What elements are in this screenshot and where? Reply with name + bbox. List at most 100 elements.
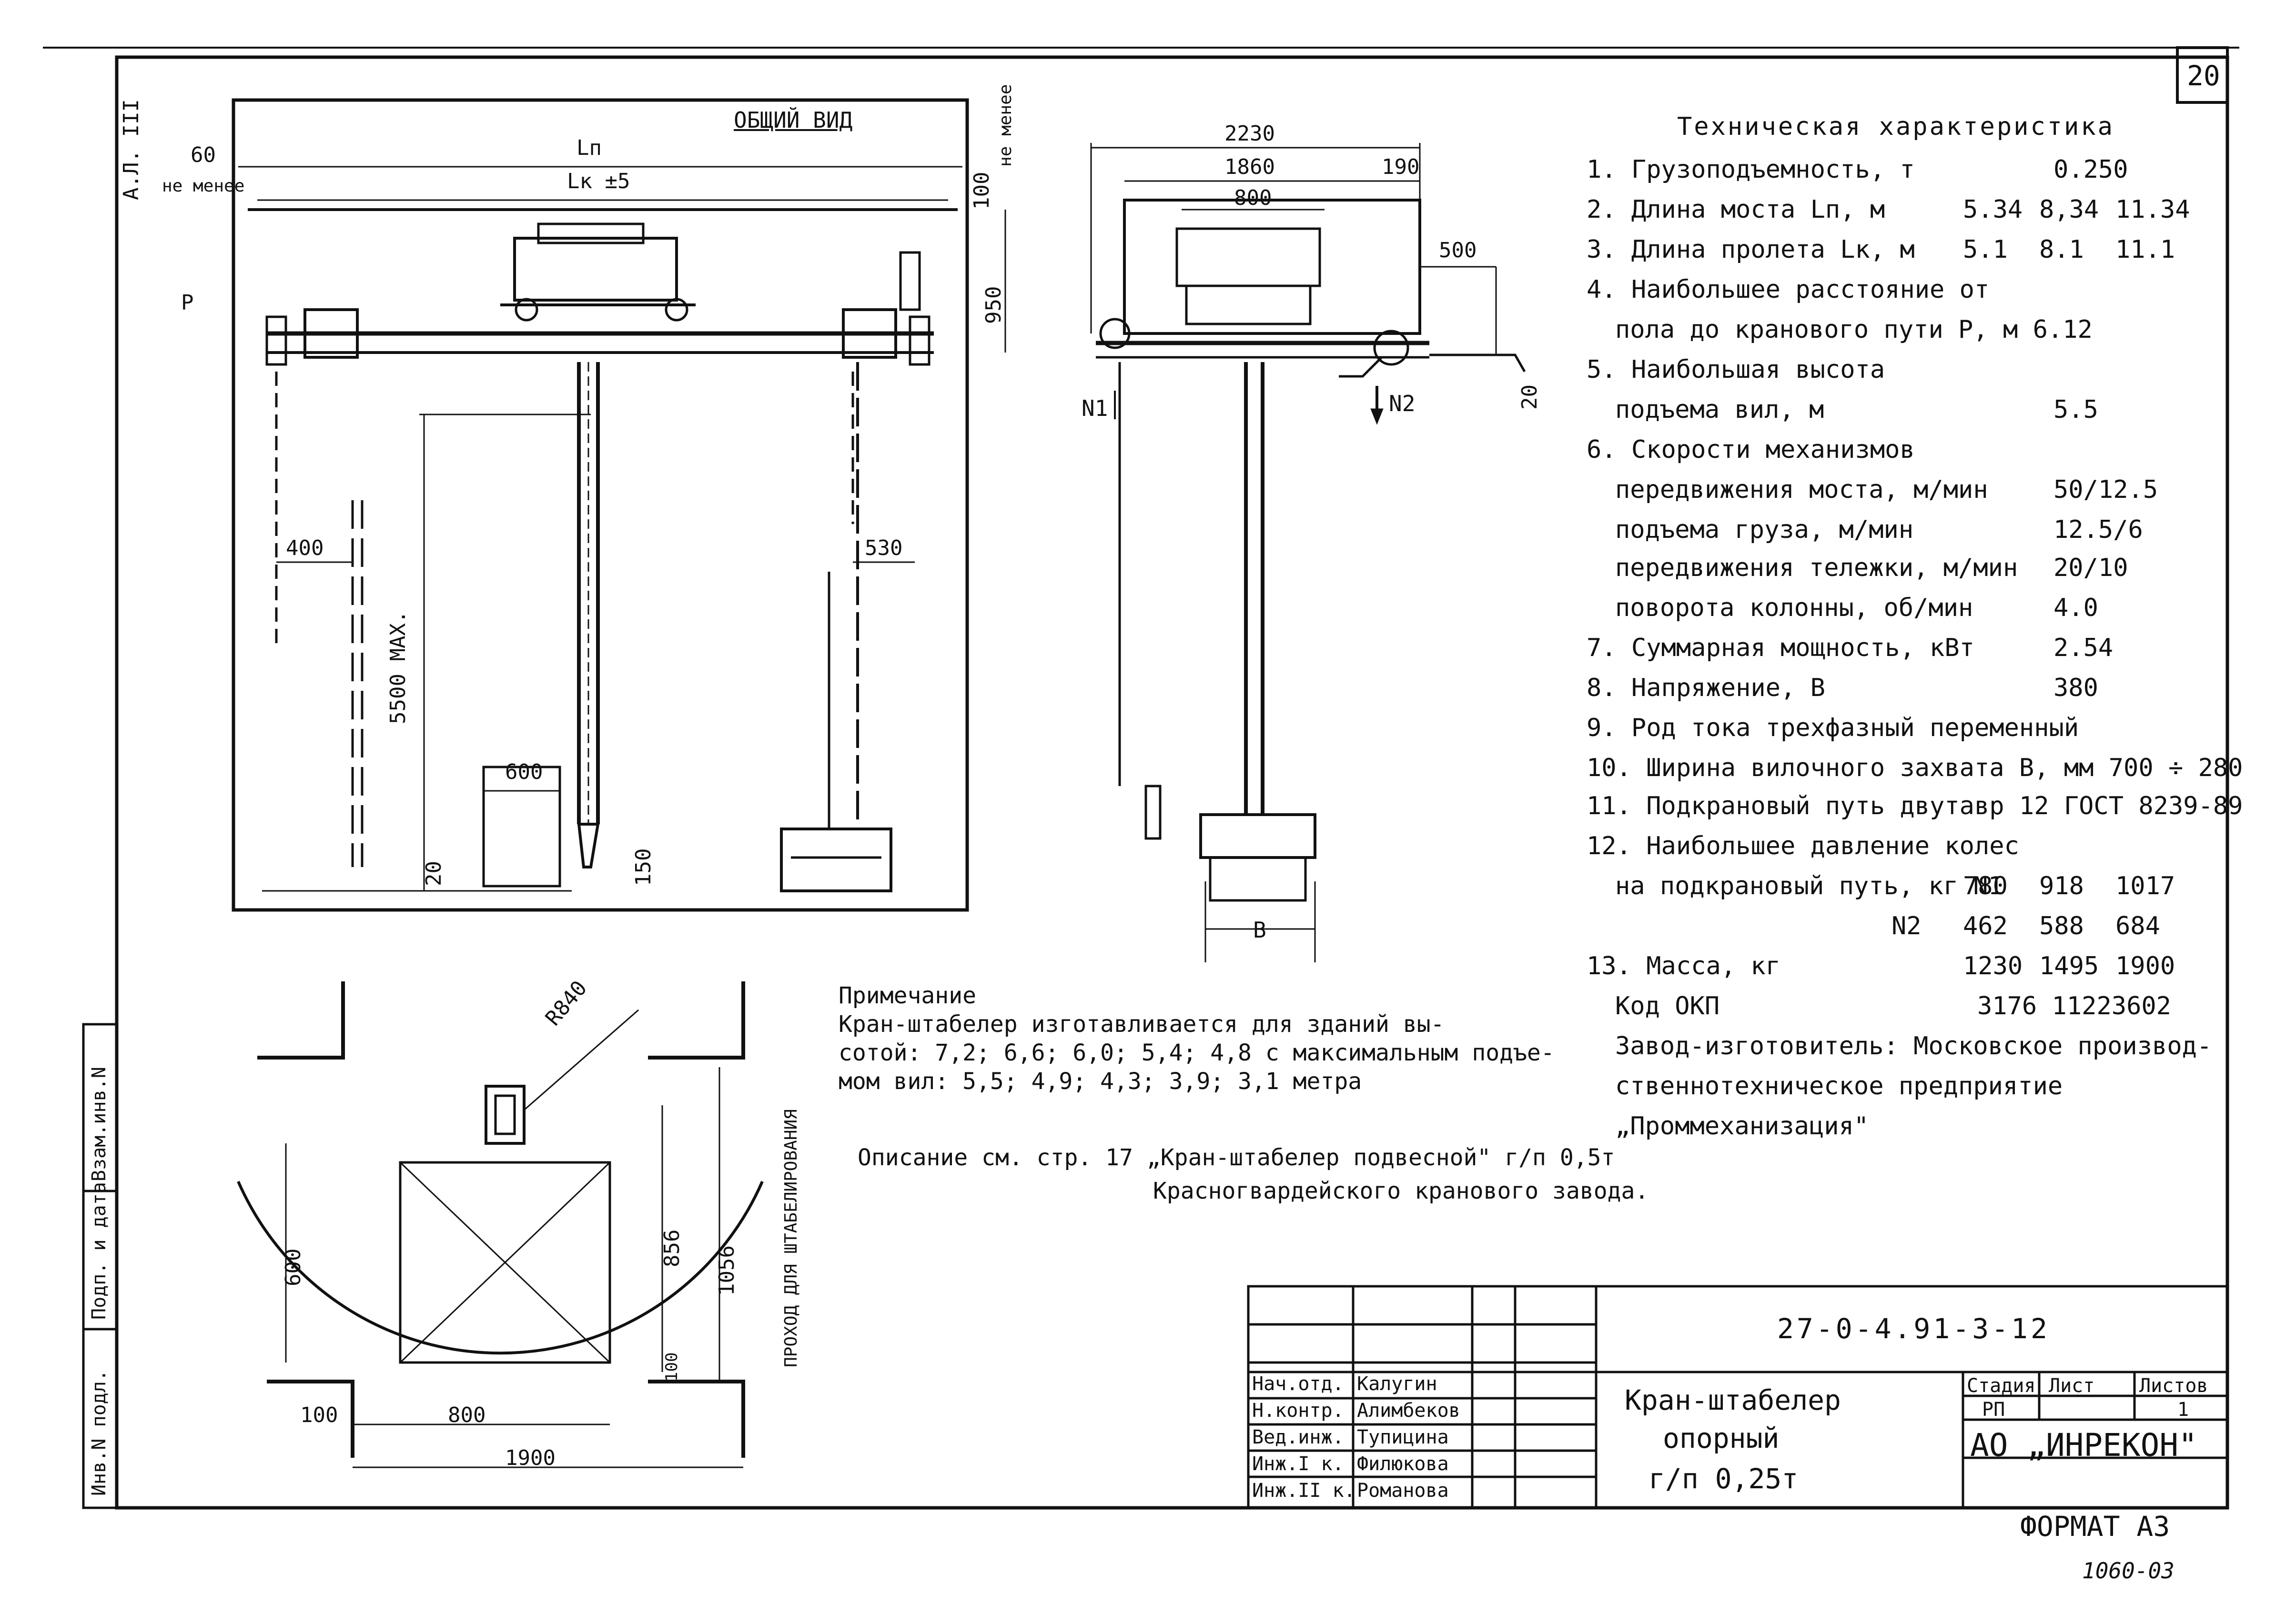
dim-5500: 5500 MAX. (386, 610, 410, 724)
spec-value: 3176 11223602 (1977, 992, 2171, 1020)
spec-title: Техническая характеристика (1677, 112, 2114, 141)
spec-label: 8. Напряжение, В (1587, 674, 1825, 702)
dim-min-right: не менее (996, 84, 1015, 167)
staff-name: Романова (1357, 1480, 1449, 1502)
sidebar-label: Взам.инв.N (88, 1067, 110, 1181)
spec-label: 5. Наибольшая высота (1587, 355, 1885, 384)
spec-value: 20/10 (2053, 554, 2128, 582)
spec-label: 7. Суммарная мощность, кВт (1587, 634, 1974, 662)
dim-20: 20 (422, 861, 446, 886)
spec-value: 780 (1963, 872, 2008, 900)
spec-label: 6. Скорости механизмов (1587, 435, 1915, 464)
dim-800-side: 800 (1234, 186, 1272, 210)
dim-400: 400 (286, 536, 324, 560)
organization: АО „ИНРЕКОН" (1970, 1427, 2197, 1464)
dim-190: 190 (1382, 155, 1420, 179)
description-line: Красногвардейского кранового завода. (1153, 1178, 1649, 1204)
dim-1900: 1900 (505, 1446, 556, 1470)
dim-800-plan: 800 (448, 1403, 486, 1427)
dim-600: 600 (505, 760, 543, 784)
view-title: ОБЩИЙ ВИД (734, 107, 853, 133)
spec-value: 1495 (2039, 952, 2099, 980)
sheets-header: Листов (2139, 1375, 2208, 1397)
spec-label: „Проммеханизация" (1615, 1112, 1869, 1141)
label-n1: N1 (1082, 395, 1108, 421)
dim-856: 856 (660, 1229, 684, 1267)
spec-value: 918 (2039, 872, 2084, 900)
note-line: Кран-штабелер изготавливается для зданий… (839, 1011, 1445, 1038)
spec-label: подъема вил, м (1615, 395, 1824, 424)
doc-code: 27-0-4.91-3-12 (1777, 1312, 2050, 1345)
dim-500: 500 (1439, 238, 1477, 262)
spec-value: 8.1 (2039, 235, 2084, 264)
staff-name: Калугин (1357, 1373, 1437, 1395)
spec-label: ственнотехническое предприятие (1615, 1072, 2063, 1100)
label-b: B (1253, 917, 1266, 943)
dim-150: 150 (631, 848, 656, 886)
plan-view (237, 981, 764, 1468)
staff-name: Филюкова (1357, 1453, 1449, 1475)
spec-value: 8,34 (2039, 195, 2099, 224)
spec-value: 5.1 (1963, 235, 2008, 264)
spec-label: на подкрановый путь, кг N1 (1615, 872, 2003, 900)
spec-label: 4. Наибольшее расстояние от (1587, 275, 1990, 304)
spec-label: 1. Грузоподъемность, т (1587, 155, 1915, 184)
staff-name: Тупицина (1357, 1426, 1449, 1448)
dim-100-plan-right: 100 (662, 1352, 681, 1382)
spec-value: 4.0 (2053, 594, 2098, 622)
sheet-frame (115, 55, 2229, 1510)
passage-label: ПРОХОД ДЛЯ ШТАБЕЛИРОВАНИЯ (781, 1109, 801, 1367)
spec-label: 10. Ширина вилочного захвата B, мм 700 ÷… (1587, 754, 2243, 782)
dim-1056: 1056 (715, 1245, 739, 1296)
note-line: мом вил: 5,5; 4,9; 4,3; 3,9; 3,1 метра (839, 1068, 1362, 1095)
spec-label: пола до кранового пути P, м 6.12 (1615, 315, 2093, 344)
spec-value: 5.5 (2053, 395, 2098, 424)
dim-p: P (181, 291, 194, 315)
spec-label: Завод-изготовитель: Московское производ- (1615, 1032, 2212, 1060)
side-view (1090, 143, 1526, 962)
dim-950: 950 (981, 286, 1006, 324)
spec-label: подъема груза, м/мин (1615, 515, 1914, 544)
sheet-header: Лист (2049, 1375, 2095, 1397)
sheet-ref: А.Л. III (119, 99, 143, 200)
label-n2: N2 (1389, 391, 1416, 416)
dim-60: 60 (191, 143, 216, 167)
spec-value: 1900 (2115, 952, 2175, 980)
staff-role: Инж.II к. (1252, 1480, 1355, 1502)
page-number: 20 (2187, 60, 2220, 92)
dim-20-side: 20 (1517, 384, 1542, 410)
dim-min-left: не менее (162, 176, 245, 196)
spec-value: 588 (2039, 912, 2084, 940)
spec-label: передвижения моста, м/мин (1615, 475, 1988, 504)
product-capacity: г/п 0,25т (1649, 1463, 1799, 1495)
title-block-frame (1247, 1285, 2229, 1509)
dim-100: 100 (970, 172, 994, 210)
staff-role: Вед.инж. (1252, 1426, 1344, 1448)
sidebar-label: Подп. и дата (88, 1182, 110, 1320)
dim-1860: 1860 (1224, 155, 1275, 179)
spec-value: 50/12.5 (2053, 475, 2158, 504)
staff-role: Инж.I к. (1252, 1453, 1344, 1475)
dim-lk: Lк ±5 (567, 169, 630, 193)
spec-label: 12. Наибольшее давление колес (1587, 832, 2019, 860)
dim-2230: 2230 (1224, 121, 1275, 146)
archive-number: 1060-03 (2082, 1558, 2175, 1584)
format-label: ФОРМАТ А3 (2020, 1510, 2170, 1543)
stage-value: РП (1982, 1399, 2005, 1421)
dim-ln: Lп (577, 136, 602, 160)
spec-value: 1230 (1963, 952, 2023, 980)
dim-100-plan-left: 100 (300, 1403, 338, 1427)
note-title: Примечание (839, 982, 976, 1009)
spec-label: 9. Род тока трехфазный переменный (1587, 714, 2079, 742)
spec-label: Код ОКП (1615, 992, 1720, 1020)
dim-530: 530 (865, 536, 903, 560)
sidebar-label: Инв.N подл. (88, 1370, 110, 1496)
spec-value: 0.250 (2053, 155, 2128, 184)
spec-label: 13. Масса, кг (1587, 952, 1780, 980)
staff-name: Алимбеков (1357, 1400, 1460, 1422)
spec-value: 11.34 (2115, 195, 2190, 224)
spec-label: поворота колонны, об/мин (1615, 594, 1973, 622)
spec-value: 380 (2053, 674, 2098, 702)
spec-value: 684 (2115, 912, 2160, 940)
